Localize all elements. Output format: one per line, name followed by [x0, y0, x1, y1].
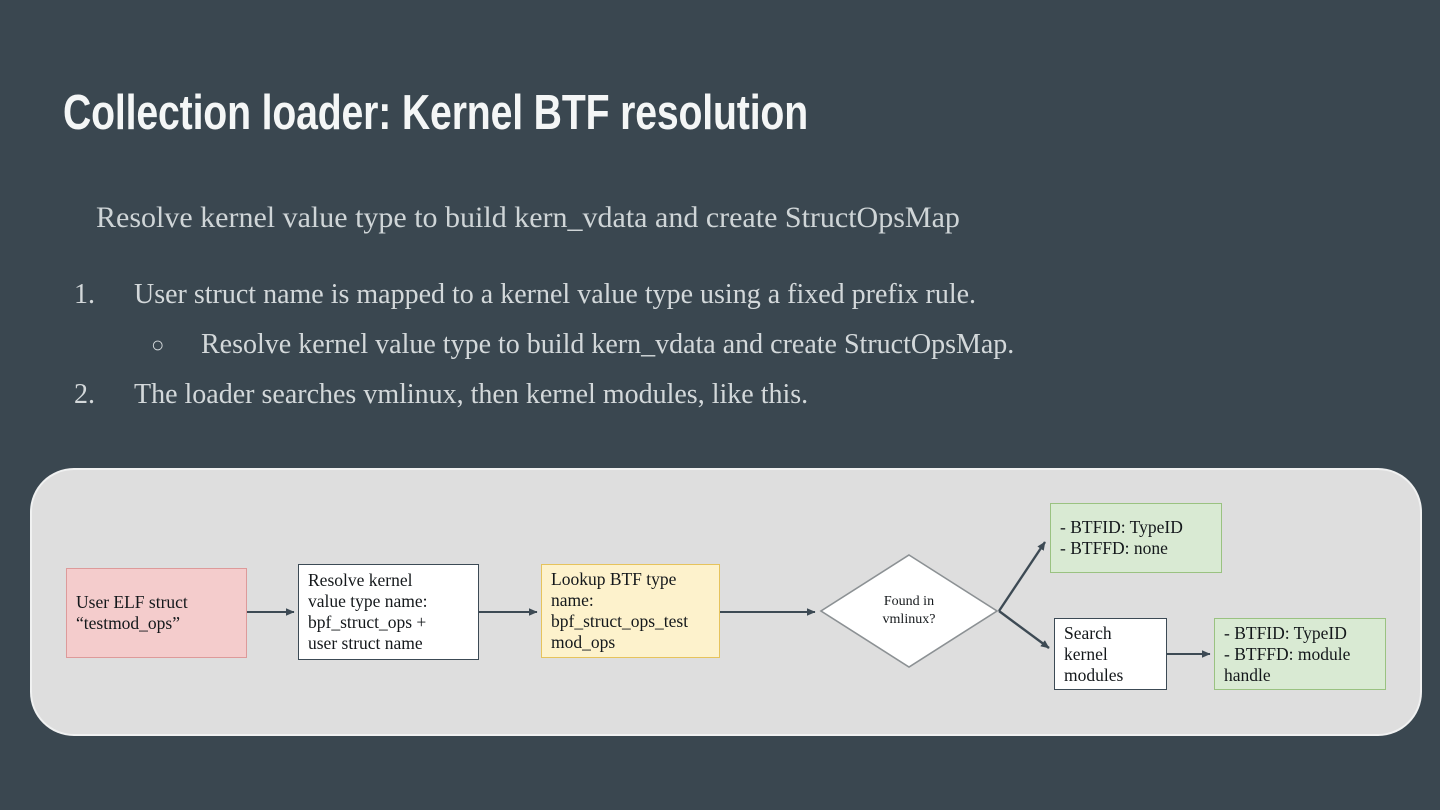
bullet-list: 1. User struct name is mapped to a kerne… — [74, 270, 1394, 420]
diamond-shape — [819, 554, 999, 668]
node-result-vmlinux[interactable]: - BTFID: TypeID - BTFFD: none — [1050, 503, 1222, 573]
slide-subtitle: Resolve kernel value type to build kern_… — [96, 201, 960, 234]
node-label: User ELF struct “testmod_ops” — [76, 592, 188, 633]
node-user-elf-struct[interactable]: User ELF struct “testmod_ops” — [66, 568, 247, 658]
list-item: 1. User struct name is mapped to a kerne… — [74, 270, 1394, 320]
node-resolve-kernel-value-type[interactable]: Resolve kernel value type name: bpf_stru… — [298, 564, 479, 660]
page-title: Collection loader: Kernel BTF resolution — [63, 86, 809, 140]
node-label: - BTFID: TypeID - BTFFD: module handle — [1224, 622, 1351, 685]
list-item-text: The loader searches vmlinux, then kernel… — [134, 379, 809, 410]
node-label: - BTFID: TypeID - BTFFD: none — [1060, 517, 1183, 558]
list-item: ○ Resolve kernel value type to build ker… — [151, 320, 1394, 370]
node-label: Search kernel modules — [1064, 622, 1124, 685]
node-label: Resolve kernel value type name: bpf_stru… — [308, 570, 428, 653]
diagram-panel: User ELF struct “testmod_ops” Resolve ke… — [32, 470, 1420, 734]
list-item-text: Resolve kernel value type to build kern_… — [201, 329, 1015, 360]
list-item: 2. The loader searches vmlinux, then ker… — [74, 370, 1394, 420]
list-item-text: User struct name is mapped to a kernel v… — [134, 279, 977, 310]
node-decision-found-in-vmlinux[interactable]: Found in vmlinux? — [819, 553, 999, 669]
node-label: Lookup BTF type name: bpf_struct_ops_tes… — [551, 569, 689, 652]
list-marker: ○ — [151, 332, 165, 357]
node-label: Found in vmlinux? — [882, 594, 936, 627]
list-marker: 1. — [74, 279, 95, 310]
node-search-kernel-modules[interactable]: Search kernel modules — [1054, 618, 1167, 690]
list-marker: 2. — [74, 379, 95, 410]
node-result-module[interactable]: - BTFID: TypeID - BTFFD: module handle — [1214, 618, 1386, 690]
node-lookup-btf-type-name[interactable]: Lookup BTF type name: bpf_struct_ops_tes… — [541, 564, 720, 658]
